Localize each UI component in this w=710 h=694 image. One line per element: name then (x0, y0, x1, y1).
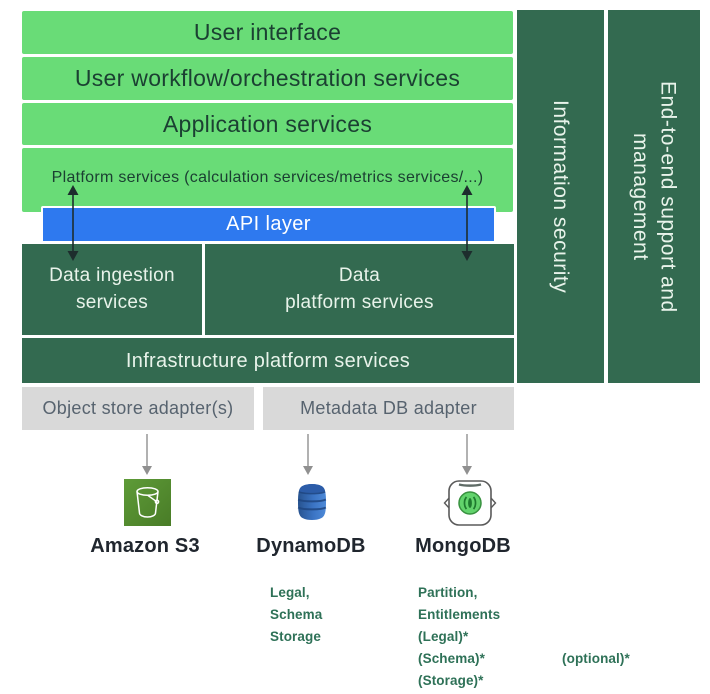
box-data-ingestion-services: Data ingestion services (22, 244, 202, 335)
box-label-line: platform services (285, 291, 434, 313)
annotation-line: (Schema)* (418, 651, 485, 666)
vbar-label-line: Information security (549, 99, 573, 294)
annotation-mongodb: Partition, Entitlements (Legal)* (Schema… (418, 582, 548, 692)
layer-user-interface: User interface (22, 11, 513, 54)
bar-infrastructure-platform-services: Infrastructure platform services (22, 338, 514, 383)
layer-workflow-orchestration: User workflow/orchestration services (22, 57, 513, 100)
label-mongodb: MongoDB (415, 535, 511, 557)
api-layer-bar: API layer (41, 206, 496, 243)
vbar-label-line: management (629, 132, 652, 261)
down-arrow-icon (303, 434, 313, 475)
vbar-label-line: End-to-end support and (656, 80, 680, 313)
layer-application-services: Application services (22, 103, 513, 145)
double-arrow-icon (67, 185, 79, 261)
label-amazon-s3: Amazon S3 (90, 535, 200, 557)
annotation-line: Legal, (270, 585, 310, 600)
annotation-line: Entitlements (418, 607, 501, 622)
down-arrow-icon (462, 434, 472, 475)
annotation-line: (Storage)* (418, 673, 484, 688)
layer-platform-services: Platform services (calculation services/… (22, 148, 513, 212)
annotation-dynamodb: Legal, Schema Storage (270, 582, 380, 648)
box-data-platform-services: Data platform services (205, 244, 514, 335)
down-arrow-icon (142, 434, 152, 475)
box-label-line: services (75, 291, 149, 313)
annotation-line: Partition, (418, 585, 478, 600)
annotation-line: Schema (270, 607, 323, 622)
annotation-line: (Legal)* (418, 629, 469, 644)
mongodb-icon (443, 480, 497, 526)
box-label-line: Data (338, 264, 381, 286)
bar-information-security: Information security (517, 10, 604, 383)
dynamodb-icon (297, 484, 327, 520)
double-arrow-icon (461, 185, 473, 261)
box-label-line: Data ingestion (49, 264, 175, 286)
bar-metadata-db-adapter: Metadata DB adapter (263, 387, 514, 430)
s3-bucket-icon (124, 479, 171, 526)
bar-object-store-adapter: Object store adapter(s) (22, 387, 254, 430)
bar-end-to-end-support: End-to-end support and management (608, 10, 700, 383)
label-dynamodb: DynamoDB (256, 535, 366, 557)
annotation-optional: (optional)* (562, 651, 630, 666)
annotation-line: Storage (270, 629, 321, 644)
